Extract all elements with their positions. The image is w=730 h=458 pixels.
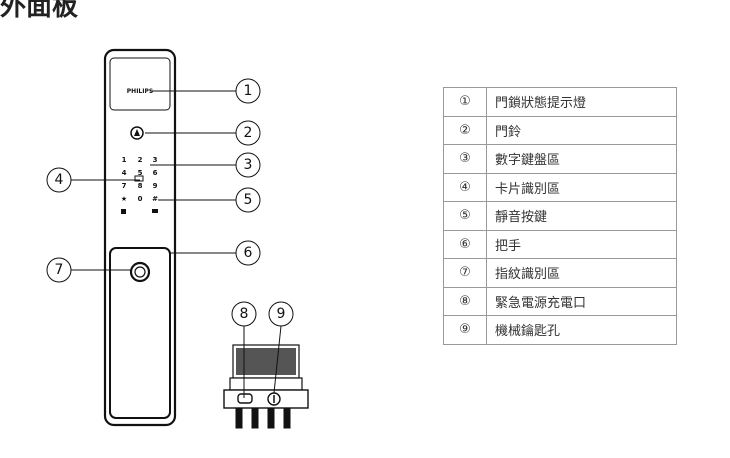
callout-number-3: 3 [244,157,253,173]
legend-label: 機械鑰匙孔 [486,315,677,345]
emergency-charging-port [237,393,253,404]
callout-number-2: 2 [244,125,253,141]
legend-label: 卡片識別區 [486,172,677,202]
callout-number-1: 1 [244,83,253,99]
lock-icon [121,209,126,214]
page-title: 外面板 [0,0,79,22]
callout-number-8: 8 [240,306,249,322]
legend-number: ① [443,87,487,117]
callout-circles [46,78,294,327]
callout-2 [235,120,261,146]
key-9: 9 [153,182,158,190]
bell-glyph [134,129,140,136]
callout-1 [235,78,261,104]
key-0: 0 [138,195,143,203]
legend-number: ⑥ [443,229,487,259]
key-1: 1 [122,156,127,164]
callout-number-9: 9 [277,306,286,322]
lock-top-panel [109,57,171,111]
callout-5 [235,187,261,213]
callout-number-6: 6 [244,245,253,261]
key-star: ★ [121,195,127,203]
key-hash: # [152,195,158,203]
legend-label: 指紋識別區 [486,258,677,288]
card-reader-icon [134,175,144,182]
key-8: 8 [138,182,143,190]
legend-label: 靜音按鍵 [486,201,677,231]
callout-4 [46,167,72,193]
callout-7 [46,257,72,283]
lock-bottom-view [223,325,309,429]
callout-numbers: 1 2 3 4 5 6 7 8 9 [55,83,286,322]
legend-number: ⑦ [443,258,487,288]
callout-number-4: 4 [55,172,64,188]
key-6: 6 [153,169,158,177]
key-5: 5 [138,169,143,177]
key-7: 7 [122,182,127,190]
brand-logo: PHILIPS [127,88,153,95]
legend-number: ⑤ [443,201,487,231]
legend-number: ③ [443,144,487,174]
callout-3 [235,152,261,178]
legend-label: 門鎖狀態提示燈 [486,87,677,117]
legend-label: 緊急電源充電口 [486,286,677,316]
legend-label: 門鈴 [486,115,677,145]
legend-number: ② [443,115,487,145]
key-3: 3 [153,156,158,164]
fingerprint-sensor-inner [134,266,146,278]
handle [109,247,171,419]
callout-lines [70,90,236,271]
unlock-icon [152,209,158,213]
legend-label: 把手 [486,229,677,259]
key-2: 2 [138,156,143,164]
callout-number-5: 5 [244,192,253,208]
key-4: 4 [122,169,127,177]
legend-number: ④ [443,172,487,202]
keypad: 1 2 3 4 5 6 7 8 9 ★ 0 # [121,156,158,203]
legend-number: ⑨ [443,315,487,345]
legend-number: ⑧ [443,286,487,316]
callout-number-7: 7 [55,262,64,278]
callout-6 [235,240,261,266]
legend-label: 數字鍵盤區 [486,144,677,174]
